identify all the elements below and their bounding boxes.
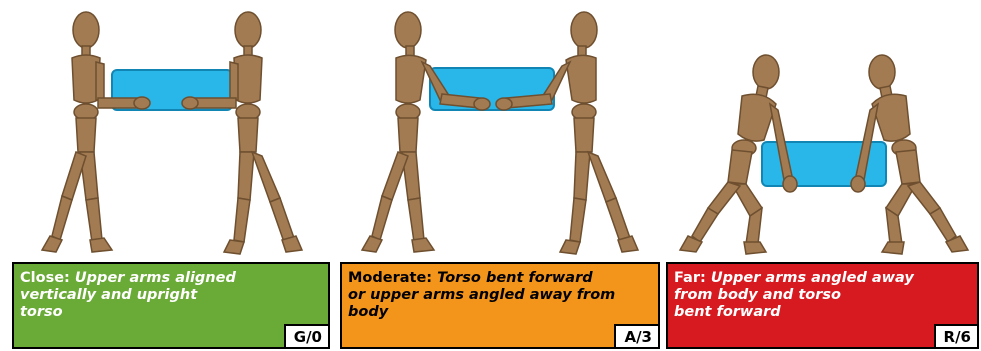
mannequin-right-icon bbox=[496, 12, 638, 254]
card-far-desc-line-1: Upper arms angled away bbox=[711, 270, 914, 286]
card-close-label: Close: bbox=[20, 270, 70, 286]
card-far-desc-line-3: bent forward bbox=[674, 304, 781, 320]
card-moderate-label: Moderate: bbox=[348, 270, 432, 286]
mannequin-left-icon bbox=[362, 12, 490, 252]
panel-far: Far: Upper arms angled away from body an… bbox=[662, 0, 981, 351]
card-close-desc-line-3: torso bbox=[20, 304, 63, 320]
card-far-desc-line-2: from body and torso bbox=[674, 287, 841, 303]
lift-illustration-close bbox=[0, 0, 330, 262]
mannequin-right-icon bbox=[182, 12, 302, 254]
card-far-label: Far: bbox=[674, 270, 706, 286]
card-close-desc-line-1: Upper arms aligned bbox=[75, 270, 236, 286]
card-moderate: Moderate: Torso bent forward or upper ar… bbox=[340, 262, 660, 349]
mannequin-left-icon bbox=[680, 55, 797, 254]
card-close-text: Close: Upper arms aligned vertically and… bbox=[20, 270, 320, 321]
card-far-text: Far: Upper arms angled away from body an… bbox=[674, 270, 969, 321]
card-moderate-desc-line-1: Torso bent forward bbox=[437, 270, 592, 286]
card-close-desc-line-2: vertically and upright bbox=[20, 287, 197, 303]
code-badge-moderate: A/3 bbox=[614, 324, 658, 347]
mannequin-right-icon bbox=[851, 55, 968, 254]
card-moderate-desc-line-2: or upper arms angled away from bbox=[348, 287, 615, 303]
panel-close: Close: Upper arms aligned vertically and… bbox=[0, 0, 330, 351]
card-moderate-text: Moderate: Torso bent forward or upper ar… bbox=[348, 270, 650, 321]
lift-illustration-moderate bbox=[330, 0, 662, 262]
lift-illustration-far bbox=[662, 0, 981, 262]
code-badge-close: G/0 bbox=[284, 324, 328, 347]
card-close: Close: Upper arms aligned vertically and… bbox=[12, 262, 330, 349]
card-far: Far: Upper arms angled away from body an… bbox=[666, 262, 979, 349]
mannequin-left-icon bbox=[42, 12, 150, 252]
card-moderate-desc-line-3: body bbox=[348, 304, 388, 320]
code-badge-far: R/6 bbox=[934, 324, 977, 347]
panel-moderate: Moderate: Torso bent forward or upper ar… bbox=[330, 0, 662, 351]
